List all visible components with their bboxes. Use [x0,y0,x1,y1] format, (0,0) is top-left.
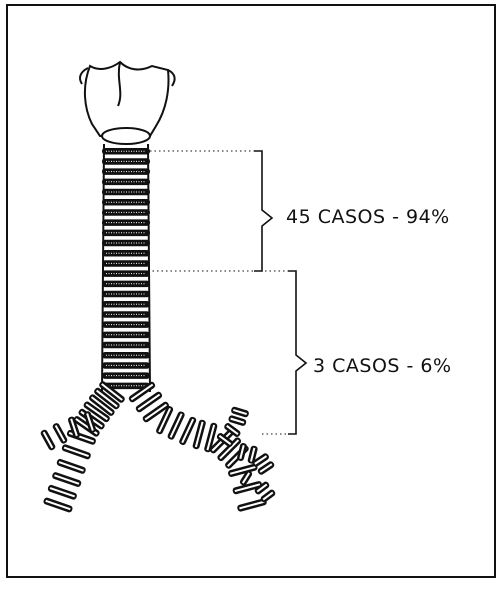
upper-segment-label: 45 CASOS - 94% [286,206,450,228]
lower-segment-label: 3 CASOS - 6% [313,355,452,377]
trachea-rings [102,144,150,392]
lower-bracket [288,271,306,434]
bronchi [40,380,277,513]
upper-bracket [254,151,272,271]
bronchial-ring-highlight [181,419,194,443]
larynx-icon [80,62,175,144]
bronchial-ring-highlight [170,413,183,437]
